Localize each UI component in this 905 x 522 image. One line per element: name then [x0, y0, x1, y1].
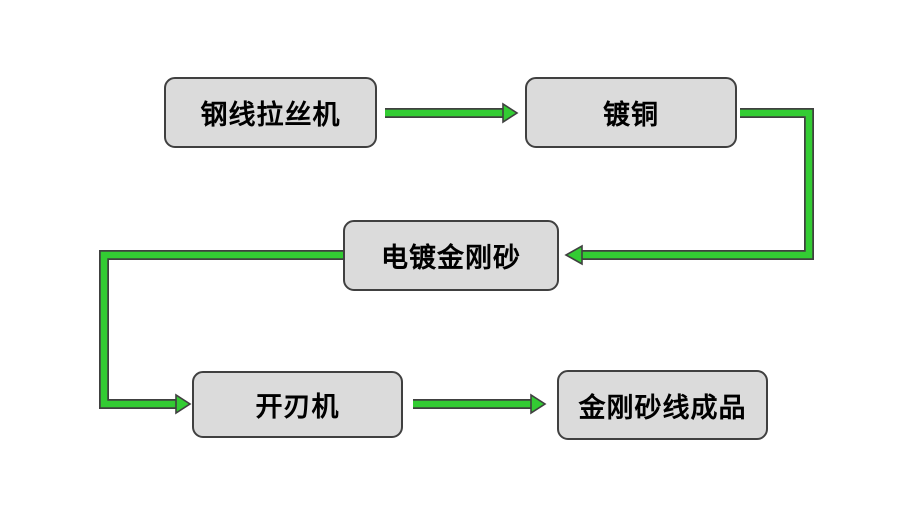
- node-finished-diamond-wire: 金刚砂线成品: [557, 370, 768, 440]
- node-label: 金刚砂线成品: [578, 392, 747, 423]
- connector-plating-to-electroplate: [564, 108, 814, 266]
- node-wire-drawing-machine: 钢线拉丝机: [164, 77, 377, 148]
- connector-edging-to-finished: [413, 393, 547, 415]
- connector-draw-to-plating: [385, 102, 519, 124]
- node-label: 钢线拉丝机: [200, 100, 341, 130]
- node-label: 开刃机: [255, 392, 340, 422]
- node-electroplated-diamond-grit: 电镀金刚砂: [343, 220, 559, 291]
- node-copper-plating: 镀铜: [525, 77, 737, 148]
- node-label: 镀铜: [603, 100, 659, 130]
- connector-electroplate-to-edging: [99, 250, 343, 415]
- node-edging-machine: 开刃机: [192, 371, 403, 438]
- node-label: 电镀金刚砂: [381, 243, 521, 273]
